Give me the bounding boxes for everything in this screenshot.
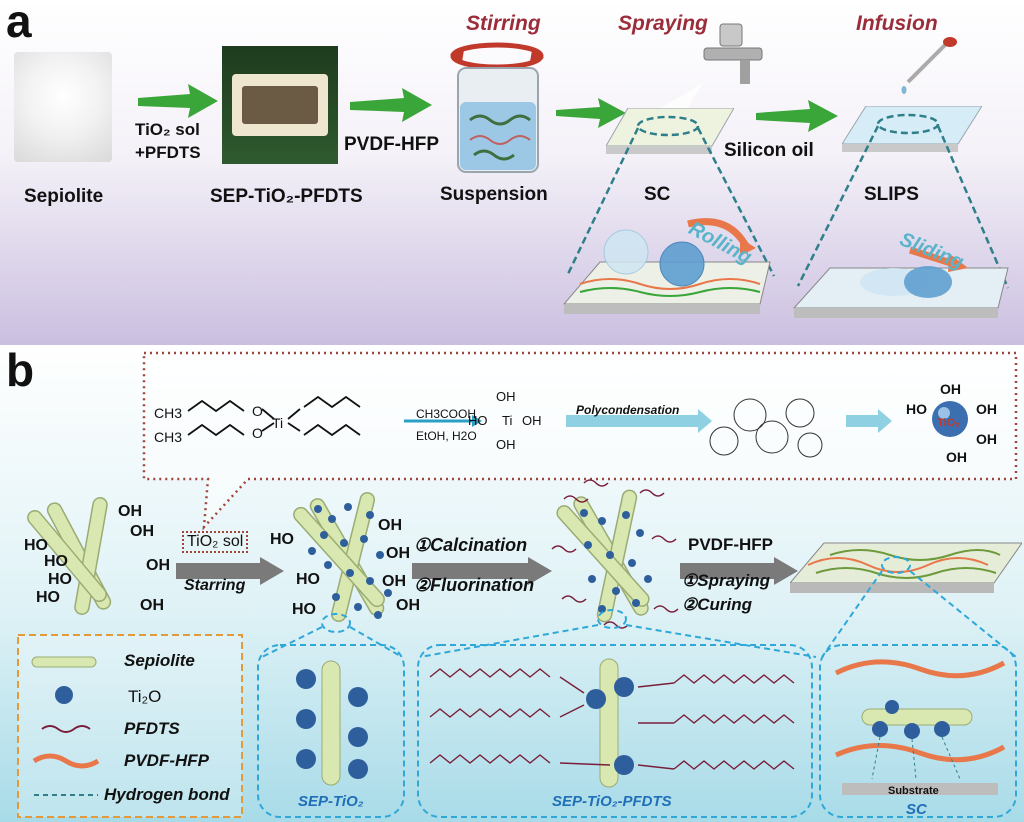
- sliding-zoom: [792, 113, 1010, 318]
- legend-pvdf-hfp: PVDF-HFP: [124, 751, 209, 770]
- zoom-sep-tio2-pfdts-label: SEP-TiO₂-PFDTS: [552, 793, 672, 810]
- legend-pfdts: PFDTS: [124, 719, 180, 738]
- sc-substrate-plate: [790, 542, 1022, 593]
- green-arrow-2: [350, 88, 432, 122]
- legend-symbols: [31, 656, 100, 796]
- bundle-ho-3: HO: [48, 571, 72, 588]
- legend-sepiolite-swatch: [31, 656, 97, 668]
- zoom-sep-tio2-label: SEP-TiO₂: [298, 793, 364, 810]
- tioh4-oh-right: OH: [522, 413, 542, 428]
- sep-tio2-pfdts-label: SEP-TiO₂-PFDTS: [210, 186, 363, 207]
- stirring-label: Stirring: [466, 12, 541, 35]
- zoom-sc-substrate-label: Substrate: [888, 785, 939, 797]
- ch3-top: CH3: [154, 405, 183, 421]
- spray-gun-icon: [703, 23, 763, 84]
- zoom-sep-tio2-pfdts-drawing: [429, 658, 795, 788]
- gray-arrow-2: [412, 557, 552, 585]
- sep-tio2-oh-2: OH: [386, 545, 410, 562]
- ti-center: Ti: [272, 415, 284, 431]
- tio2-oh-right: OH: [976, 401, 997, 417]
- tio2-oh-bottom: OH: [946, 449, 967, 465]
- scheme-box: [142, 351, 1018, 531]
- tio2-sol-box: TiO₂ sol: [182, 531, 249, 553]
- slips-label: SLIPS: [864, 184, 919, 205]
- bundle-oh-3: OH: [146, 557, 170, 574]
- dish-photo: [222, 46, 338, 164]
- bundle-oh-2: OH: [130, 523, 154, 540]
- reaction-scheme: [187, 395, 968, 458]
- legend-pfdts-swatch: [41, 725, 91, 733]
- rolling-zoom: [562, 115, 776, 314]
- tioh4-ti: Ti: [502, 413, 513, 428]
- bundle-ho-2: HO: [44, 553, 68, 570]
- tioh4-ho-left: HO: [468, 413, 488, 428]
- legend-ti2o: Ti₂O: [128, 687, 162, 706]
- slips-plate: [842, 106, 982, 152]
- tio2-sol-label-a: TiO₂ sol: [135, 120, 200, 139]
- spraying-label: Spraying: [618, 12, 708, 35]
- tioh4-oh-bottom: OH: [496, 437, 516, 452]
- pvdf-hfp-label-a: PVDF-HFP: [344, 134, 439, 155]
- legend-pvdf-swatch: [32, 753, 100, 769]
- green-arrow-1: [138, 84, 218, 118]
- tioh4-oh-top: OH: [496, 389, 516, 404]
- legend-sphere-swatch: [55, 686, 73, 704]
- panel-a: a Sepiolite TiO₂ sol +PFDTS SEP-TiO₂-PFD…: [0, 0, 1024, 345]
- sep-tio2-oh-3: OH: [382, 573, 406, 590]
- gray-arrow-3: [680, 557, 798, 585]
- sep-tio2-ho-1: HO: [270, 531, 294, 548]
- bundle-ho-4: HO: [36, 589, 60, 606]
- sc-substrate-bar: [842, 783, 998, 795]
- sepiolite-label: Sepiolite: [24, 186, 104, 207]
- sepiolite-powder-photo: [14, 52, 112, 162]
- green-arrow-3: [556, 98, 626, 128]
- infusion-label: Infusion: [856, 12, 938, 35]
- dropper-icon: [901, 37, 957, 94]
- suspension-beaker: [450, 42, 544, 173]
- ch3-bottom: CH3: [154, 429, 183, 445]
- sep-tio2-pfdts-bundle: [551, 479, 679, 629]
- starring-label: Starring: [184, 577, 246, 594]
- silicon-oil-label: Silicon oil: [724, 140, 814, 161]
- suspension-label: Suspension: [440, 184, 548, 205]
- polycondensation-label: Polycondensation: [576, 403, 680, 417]
- pvdf-hfp-label-b: PVDF-HFP: [688, 535, 773, 554]
- sep-tio2-oh-4: OH: [396, 597, 420, 614]
- reagent-etoh-h2o: EtOH, H2O: [416, 429, 477, 443]
- zoom-sc-label: SC: [906, 801, 927, 818]
- o-bottom: O: [252, 425, 263, 441]
- gray-arrow-1: [176, 557, 284, 585]
- panel-b: b: [0, 344, 1024, 822]
- sep-tio2-oh-1: OH: [378, 517, 402, 534]
- calcination-label: ①Calcination: [414, 535, 528, 555]
- sc-label: SC: [644, 184, 671, 205]
- sep-tio2-ho-2: HO: [296, 571, 320, 588]
- bundle-oh-1: OH: [118, 503, 142, 520]
- panel-b-letter: b: [6, 344, 35, 396]
- zoom-sep-tio2-drawing: [296, 660, 368, 786]
- sep-tio2-ho-3: HO: [292, 601, 316, 618]
- legend-hydrogen-bond: Hydrogen bond: [104, 785, 230, 804]
- fluorination-label: ②Fluorination: [414, 575, 535, 595]
- tio2-oh-top: OH: [940, 381, 961, 397]
- pfdts-label-a: +PFDTS: [135, 143, 201, 162]
- curing-step-label: ②Curing: [682, 595, 753, 614]
- sc-plate: [606, 108, 734, 154]
- tio2-oh-lower-right: OH: [976, 431, 997, 447]
- sepiolite-bundle: [27, 497, 112, 615]
- tio2-ho-left: HO: [906, 401, 927, 417]
- legend-sepiolite: Sepiolite: [124, 651, 195, 670]
- green-arrow-4: [756, 100, 838, 132]
- spraying-step-label: ①Spraying: [682, 571, 770, 590]
- bundle-oh-4: OH: [140, 597, 164, 614]
- zoom-sc-drawing: [834, 659, 1006, 795]
- panel-a-letter: a: [6, 0, 32, 47]
- tio2-sphere-label: TiO₂: [937, 417, 961, 429]
- sep-tio2-bundle: [293, 492, 392, 622]
- o-top: O: [252, 403, 263, 419]
- ti-o-network: [709, 398, 823, 458]
- bundle-ho-1: HO: [24, 537, 48, 554]
- reagent-acetic-acid: CH3COOH: [416, 407, 477, 421]
